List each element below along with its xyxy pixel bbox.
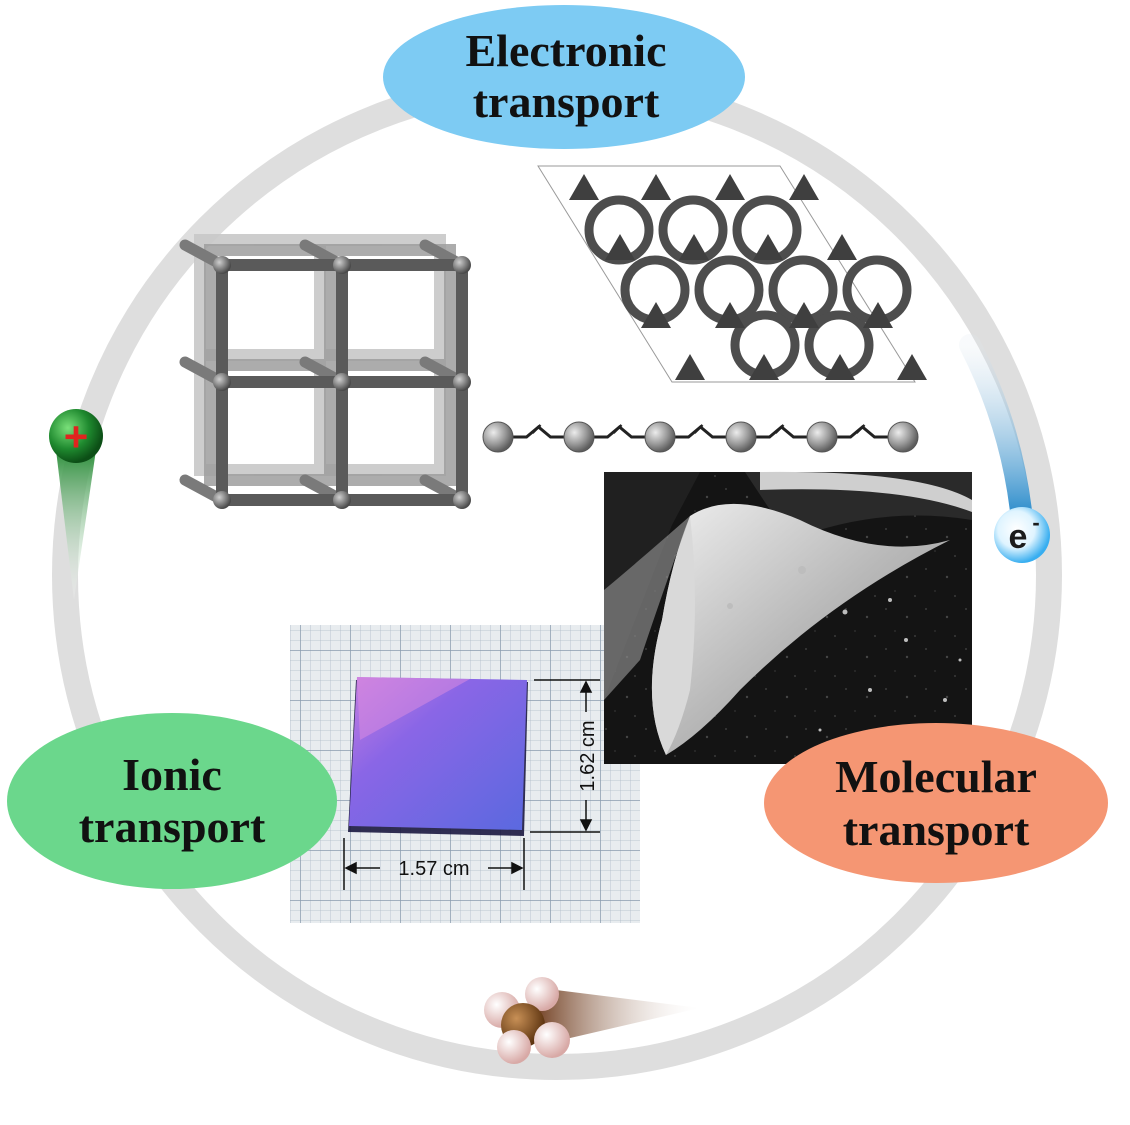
hex-node — [641, 174, 671, 200]
electronic-transport-bubble — [383, 5, 745, 149]
hex-node — [863, 302, 893, 328]
hex-node — [679, 234, 709, 260]
ionic-transport-line2: transport — [79, 801, 266, 852]
chain-double-bond — [774, 424, 785, 434]
hex-node — [715, 174, 745, 200]
chain-atom — [482, 421, 514, 453]
cation-symbol: + — [64, 413, 89, 460]
molecular-transport-line2: transport — [843, 804, 1030, 855]
electron-trail — [959, 334, 1033, 531]
hex-node — [641, 302, 671, 328]
hex-node — [827, 234, 857, 260]
hex-node — [605, 234, 635, 260]
chain-atom — [644, 421, 676, 453]
hex-node — [753, 234, 783, 260]
chain-double-bond — [612, 424, 623, 434]
hex-node — [569, 174, 599, 200]
cation-icon: + — [49, 409, 103, 463]
chain-double-bond — [531, 424, 542, 434]
ionic-transport-line1: Ionic — [122, 749, 222, 800]
hex-node — [789, 302, 819, 328]
chain-double-bond — [855, 424, 866, 434]
hexagonal-framework-icon — [537, 165, 927, 383]
hex-node — [825, 354, 855, 380]
molecular-transport-bubble — [764, 723, 1108, 883]
hex-node — [675, 354, 705, 380]
cubic-framework-icon — [179, 234, 471, 509]
chain-atom — [806, 421, 838, 453]
chain-atom — [725, 421, 757, 453]
ionic-transport-bubble — [7, 713, 337, 889]
sample-photo: 1.57 cm 1.62 cm — [290, 625, 640, 923]
molecule-trail — [540, 988, 700, 1045]
chain-double-bond — [693, 424, 704, 434]
electron-symbol: e — [1009, 518, 1028, 556]
hex-node — [789, 174, 819, 200]
chain-atom — [563, 421, 595, 453]
chain-atom — [887, 421, 919, 453]
hex-node — [897, 354, 927, 380]
electron-icon: e - — [994, 507, 1050, 563]
width-dimension-label: 1.57 cm — [398, 858, 469, 880]
hex-node — [715, 302, 745, 328]
electronic-transport-line2: transport — [473, 76, 660, 127]
electron-superscript: - — [1032, 510, 1039, 535]
linear-chain-icon — [482, 421, 919, 453]
sem-image — [604, 471, 972, 764]
methane-molecule-icon — [484, 977, 570, 1064]
electronic-transport-line1: Electronic — [466, 25, 667, 76]
molecular-transport-line1: Molecular — [835, 751, 1037, 802]
hex-node — [749, 354, 779, 380]
cation-trail — [56, 450, 96, 600]
height-dimension-label: 1.62 cm — [577, 720, 599, 791]
